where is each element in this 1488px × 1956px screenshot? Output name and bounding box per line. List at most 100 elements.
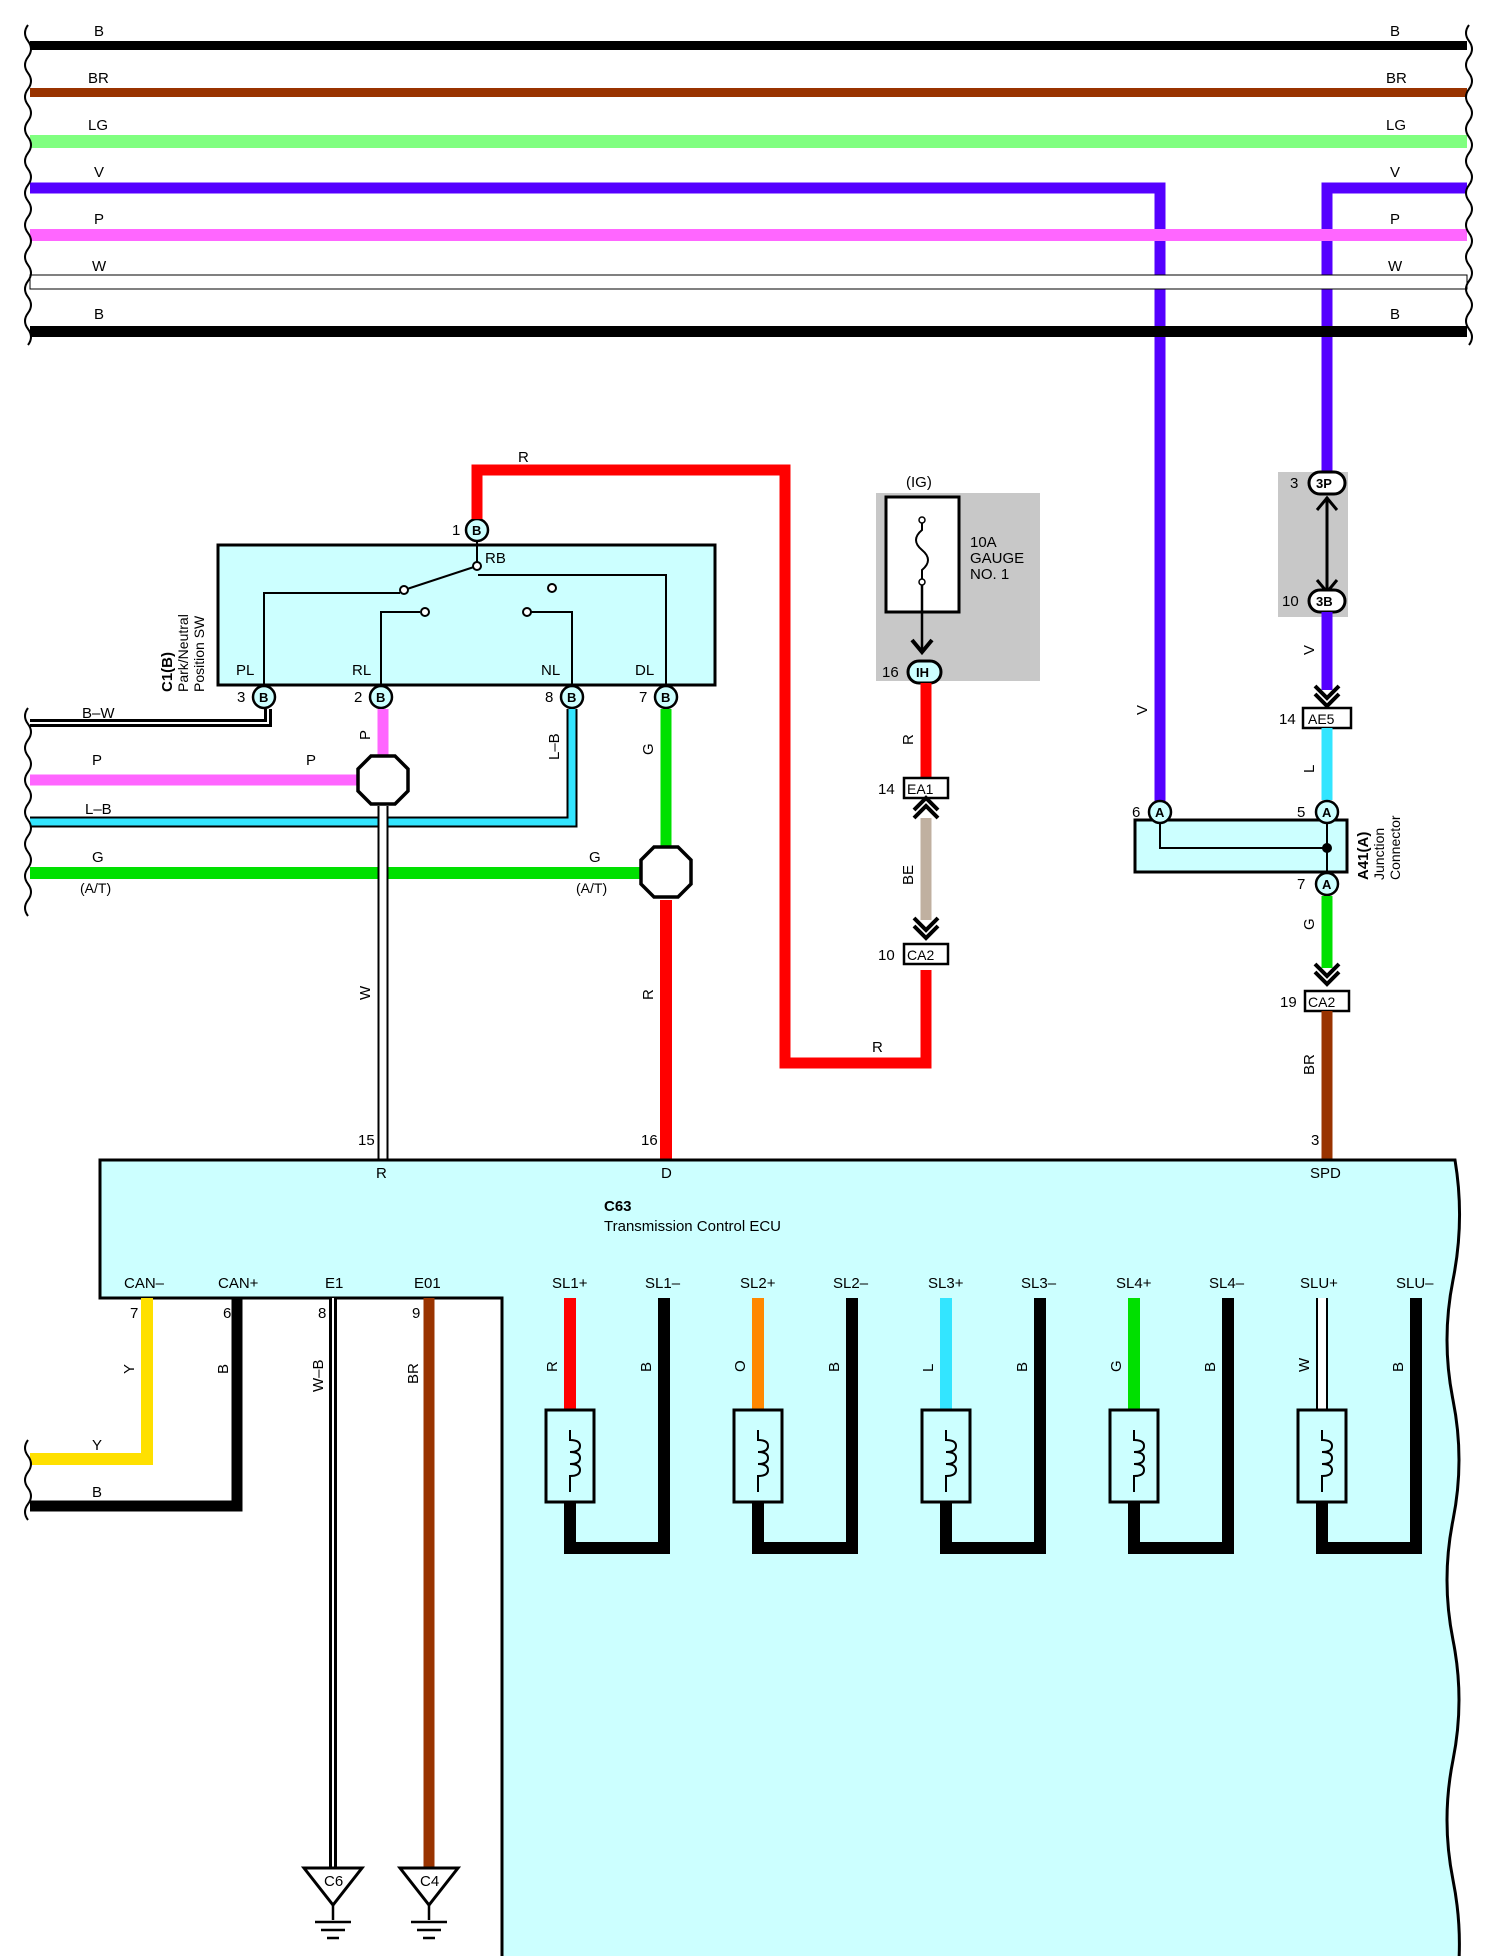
left-wires: B–W P P L–B G G (A/T) (A/T) P L–B G W R bbox=[24, 705, 693, 1160]
break-mark-left-bottom bbox=[24, 1439, 32, 1521]
junction-box bbox=[1133, 818, 1349, 874]
bus-wire-w bbox=[29, 274, 1468, 290]
break-mark-right bbox=[1465, 24, 1473, 346]
solenoid-return-wire bbox=[752, 1298, 858, 1554]
ground-icon bbox=[300, 1866, 366, 1908]
ecu-terminal-name: D bbox=[661, 1165, 672, 1182]
ecu-terminal-name: E01 bbox=[414, 1275, 441, 1292]
bus-label-left: W bbox=[92, 258, 107, 275]
switch-box bbox=[216, 543, 717, 687]
bus-label-right: B bbox=[1390, 306, 1400, 323]
wire-label: B bbox=[92, 1484, 102, 1501]
wire-label: B bbox=[1390, 1362, 1407, 1372]
wire-label: BE bbox=[900, 865, 917, 885]
wire-label: G bbox=[1108, 1360, 1125, 1372]
wire-label: Y bbox=[121, 1364, 138, 1374]
bus-label-left: P bbox=[94, 211, 104, 228]
bus-label-right: LG bbox=[1386, 117, 1406, 134]
fuse-terminal bbox=[918, 578, 926, 586]
connector-3p bbox=[1307, 470, 1347, 496]
pin-number: 10 bbox=[878, 947, 895, 964]
switch-terminal-pl: PL bbox=[236, 662, 254, 679]
transmission-ecu: C63 Transmission Control ECU 15 R 16 D 3… bbox=[98, 1132, 1462, 1956]
wire-label: G bbox=[589, 849, 601, 866]
ecu-terminal-name: CAN– bbox=[124, 1275, 165, 1292]
wire-can-plus bbox=[30, 1298, 243, 1512]
wire-label: L–B bbox=[85, 801, 112, 818]
bus-wire-v-left bbox=[30, 182, 1166, 815]
ecu-terminal-name: SL4+ bbox=[1116, 1275, 1152, 1292]
connector-letter: A bbox=[1155, 805, 1165, 820]
wire-label: G bbox=[640, 743, 657, 755]
fuse-feed-wires: R EA1 14 BE CA2 10 bbox=[878, 683, 950, 966]
wire-note: (A/T) bbox=[576, 880, 607, 896]
pin-number: 3 bbox=[1290, 475, 1298, 492]
pin-number: 2 bbox=[354, 689, 362, 706]
ground-label: C4 bbox=[420, 1873, 439, 1890]
bus-wire-lg bbox=[30, 135, 1467, 148]
wire-label: B–W bbox=[82, 705, 115, 722]
ecu-terminal-name: SLU+ bbox=[1300, 1275, 1338, 1292]
can-ground-wires: Y B Y B W–B BR C6 C4 bbox=[24, 1298, 462, 1940]
splice-octagon-icon bbox=[639, 845, 693, 899]
ground-icon bbox=[396, 1866, 462, 1908]
bus-label-left: B bbox=[94, 306, 104, 323]
connector-pin-icon bbox=[1314, 871, 1340, 897]
switch-id: C1(B) bbox=[159, 652, 176, 692]
wire-label: G bbox=[1301, 918, 1318, 930]
connector-pin-icon bbox=[1147, 799, 1173, 825]
connector-label: IH bbox=[916, 665, 929, 680]
solenoid-coil-icon bbox=[1133, 1430, 1146, 1492]
switch-internal-wires bbox=[263, 574, 667, 685]
connector-label: CA2 bbox=[907, 947, 934, 963]
ecu-terminal-name: SL2+ bbox=[740, 1275, 776, 1292]
wire-can-minus bbox=[30, 1298, 153, 1465]
wire-r-top bbox=[471, 464, 932, 1069]
pin-number: 16 bbox=[882, 664, 899, 681]
connector-letter: B bbox=[661, 690, 670, 705]
wire-label: R bbox=[872, 1039, 883, 1056]
pin-number: 7 bbox=[1297, 876, 1305, 893]
ecu-pin-number: 7 bbox=[130, 1305, 138, 1322]
switch-rb-label: RB bbox=[485, 550, 506, 567]
right-connectors: 3P 3 3B 10 V AE5 14 L V A 6 A 5 A 7 A41(… bbox=[1132, 470, 1403, 1160]
fuse-name-line3: NO. 1 bbox=[970, 566, 1009, 583]
bus-wire-b-bottom bbox=[30, 326, 1467, 337]
connector-label: 3B bbox=[1316, 594, 1333, 609]
connector-letter: B bbox=[376, 690, 385, 705]
solenoid-coil-icon bbox=[569, 1430, 582, 1492]
double-chevron-up-icon bbox=[912, 795, 940, 820]
connector-letter: B bbox=[472, 523, 481, 538]
solenoid-return-wire bbox=[1128, 1298, 1234, 1554]
switch-name-line2: Position SW bbox=[191, 615, 207, 692]
wire-label: P bbox=[306, 752, 316, 769]
bus-wire-b-top bbox=[30, 41, 1467, 50]
double-chevron-down-icon bbox=[1313, 962, 1341, 987]
junction-id: A41(A) bbox=[1355, 832, 1372, 880]
wire-label: V bbox=[1301, 645, 1318, 655]
wire-label: B bbox=[215, 1364, 232, 1374]
connector-letter: A bbox=[1322, 805, 1332, 820]
switch-name-line1: Park/Neutral bbox=[175, 614, 191, 692]
ecu-pin-number: 8 bbox=[318, 1305, 326, 1322]
ecu-pin-number: 6 bbox=[223, 1305, 231, 1322]
solenoid-return-wire bbox=[940, 1298, 1046, 1554]
connector-ca2 bbox=[902, 942, 950, 966]
switch-contact bbox=[420, 607, 430, 617]
wire-label: R bbox=[640, 989, 657, 1000]
connector-label: 3P bbox=[1316, 476, 1332, 491]
wire-label: P bbox=[92, 752, 102, 769]
wire-label: BR bbox=[405, 1363, 422, 1384]
switch-terminal-rl: RL bbox=[352, 662, 371, 679]
ecu-pin-number: 16 bbox=[641, 1132, 658, 1149]
wire-label: BR bbox=[1301, 1054, 1318, 1075]
junction-bus bbox=[1159, 820, 1327, 849]
double-chevron-down-icon bbox=[1313, 684, 1341, 709]
wire-label: B bbox=[1014, 1362, 1031, 1372]
wire-label: O bbox=[732, 1360, 749, 1372]
bus-wires: B B BR BR LG LG V V P P W W B B bbox=[24, 23, 1473, 815]
connector-label: EA1 bbox=[907, 781, 934, 797]
ecu-name: Transmission Control ECU bbox=[604, 1218, 781, 1235]
wire-b-w bbox=[30, 709, 272, 727]
switch-contact bbox=[472, 561, 482, 571]
